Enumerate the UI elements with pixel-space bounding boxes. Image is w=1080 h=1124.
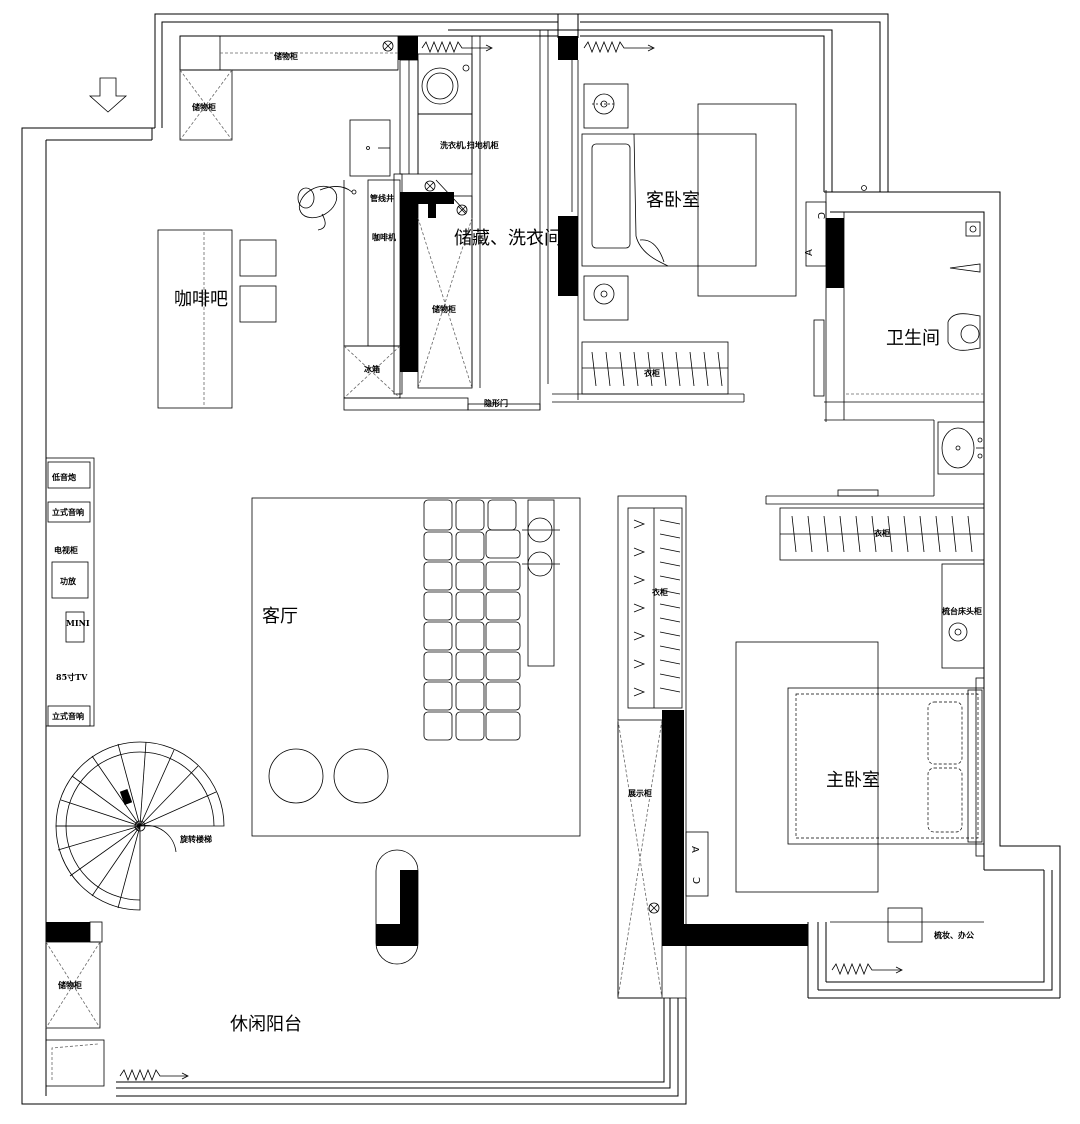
label-tv-cabinet: 电视柜 <box>54 545 78 555</box>
outer-walls <box>21 13 1061 1105</box>
label-dresser-nightstand: 梳台床头柜 <box>941 606 982 616</box>
label-storage-cabinet-top: 储物柜 <box>273 51 298 61</box>
coffee-bar <box>157 229 277 409</box>
bathroom <box>805 185 985 496</box>
label-fridge: 冰箱 <box>364 364 380 374</box>
section-mark-a-2: A <box>689 846 700 853</box>
label-amplifier: 功放 <box>60 576 77 586</box>
label-floor-speaker-top: 立式音响 <box>52 507 84 517</box>
label-wardrobe-master-side: 衣柜 <box>652 587 668 597</box>
label-display-cabinet: 展示柜 <box>627 788 652 798</box>
label-tv: 85寸TV <box>56 672 88 682</box>
section-mark-c-2: C <box>692 877 703 884</box>
guest-bedroom <box>552 36 797 403</box>
tv-wall <box>45 457 95 727</box>
room-label-living-room: 客厅 <box>262 606 298 627</box>
label-floor-speaker-bottom: 立式音响 <box>52 711 84 721</box>
room-label-leisure-balcony: 休闲阳台 <box>230 1014 302 1035</box>
living-room <box>251 497 581 837</box>
label-pipe-well: 管线井 <box>370 193 394 203</box>
master-bedroom <box>735 641 985 976</box>
entry-arrow-icon <box>88 77 128 113</box>
room-label-master-bedroom: 主卧室 <box>826 770 880 791</box>
label-makeup-office: 梳妆、办公 <box>933 930 974 940</box>
label-spiral-stair: 旋转楼梯 <box>179 834 212 844</box>
label-low-speaker: 低音炮 <box>51 472 76 482</box>
storage-laundry-zone <box>343 30 549 411</box>
section-mark-c-1: C <box>815 212 826 219</box>
label-storage-cabinet-bottom: 储物柜 <box>57 980 82 990</box>
label-wardrobe-master: 衣柜 <box>874 528 890 538</box>
balcony-fixtures <box>45 849 419 1087</box>
label-coffee-machine: 咖啡机 <box>372 232 396 242</box>
label-wardrobe-guest: 衣柜 <box>644 368 660 378</box>
room-label-bathroom: 卫生间 <box>886 328 940 349</box>
master-wardrobe <box>765 489 985 669</box>
room-label-guest-bedroom: 客卧室 <box>646 190 700 211</box>
section-mark-a-1: A <box>804 249 815 256</box>
label-hidden-door: 隐形门 <box>484 398 508 408</box>
room-label-storage-laundry: 储藏、洗衣间 <box>454 228 562 249</box>
label-washer-cabinet: 洗衣机,扫地机柜 <box>440 140 499 150</box>
label-storage-cabinet-mid: 储物柜 <box>431 304 456 314</box>
furniture-labels: 储物柜 储物柜 洗衣机,扫地机柜 管线井 咖啡机 储物柜 冰箱 隐形门 衣柜 低… <box>51 51 982 990</box>
label-storage-cabinet-left: 储物柜 <box>191 102 216 112</box>
corridor-cabinets <box>617 495 808 999</box>
label-mini: MINI <box>66 618 90 628</box>
section-marks: C A A C <box>689 212 826 884</box>
spiral-stair <box>55 741 225 911</box>
person-figure-icon <box>297 185 357 231</box>
room-label-coffee-bar: 咖啡吧 <box>174 289 228 310</box>
sofa <box>423 499 521 741</box>
room-labels: 咖啡吧 储藏、洗衣间 客卧室 卫生间 客厅 主卧室 休闲阳台 <box>174 190 940 1035</box>
